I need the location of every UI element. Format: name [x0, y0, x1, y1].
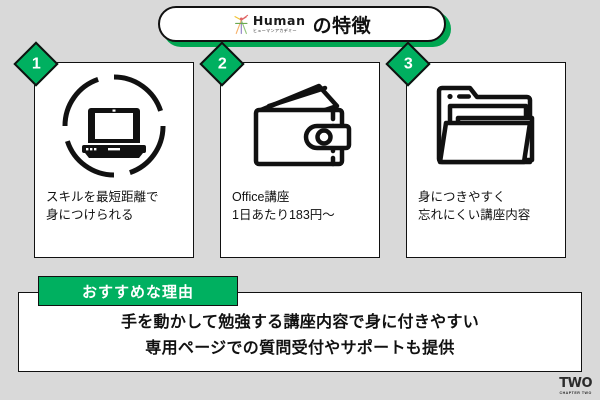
card-caption-line1: Office講座: [232, 190, 290, 204]
wallet-icon: [221, 63, 379, 189]
card-body: 身につきやすく 忘れにくい講座内容: [406, 62, 566, 258]
card-caption-line2: 1日あたり183円～: [232, 207, 335, 222]
header-pill: Human ヒューマンアカデミー の特徴: [158, 6, 446, 42]
brand-text: Human ヒューマンアカデミー: [252, 12, 306, 33]
watermark-main: TWO: [559, 376, 592, 392]
card-caption-line2: 忘れにくい講座内容: [418, 207, 531, 222]
recommendation-line1: 手を動かして勉強する講座内容で身に付きやすい: [120, 314, 480, 331]
card-body: Office講座 1日あたり183円～: [220, 62, 380, 258]
laptop-in-dashed-circle-icon: [35, 63, 193, 189]
brand-logo: Human ヒューマンアカデミー: [233, 14, 306, 35]
card-caption: 身につきやすく 忘れにくい講座内容: [407, 189, 565, 225]
badge-number: 3: [403, 55, 413, 72]
feature-card-2: 2 Office講座: [199, 41, 380, 258]
recommendation-line2: 専用ページでの質問受付やサポートも提供: [145, 339, 455, 357]
page-title: の特徴: [312, 15, 372, 37]
folder-files-icon: [407, 63, 565, 189]
brand-name: Human: [252, 12, 306, 28]
badge-number: 2: [217, 55, 227, 72]
recommendation-tab: おすすめな理由: [38, 276, 238, 306]
recommendation-tab-label: おすすめな理由: [81, 283, 194, 301]
card-caption: Office講座 1日あたり183円～: [221, 189, 379, 225]
header-banner: Human ヒューマンアカデミー の特徴: [158, 6, 451, 47]
card-caption-line2: 身につけられる: [46, 207, 134, 222]
human-figure-logo-icon: [234, 14, 249, 34]
recommendation-panel: おすすめな理由 手を動かして勉強する講座内容で身に付きやすい 専用ページでの質問…: [18, 276, 582, 372]
card-caption-line1: 身につきやすく: [418, 190, 506, 204]
feature-card-row: 1: [0, 41, 600, 258]
recommendation-text: 手を動かして勉強する講座内容で身に付きやすい 専用ページでの質問受付やサポートも…: [18, 310, 582, 362]
feature-card-3: 3: [385, 41, 566, 258]
card-caption-line1: スキルを最短距離で: [46, 190, 159, 204]
watermark-sub: CHAPTER TWO: [559, 391, 592, 396]
card-caption: スキルを最短距離で 身につけられる: [35, 189, 193, 225]
brand-subtitle: ヒューマンアカデミー: [252, 27, 297, 33]
feature-card-1: 1: [13, 41, 194, 258]
card-body: スキルを最短距離で 身につけられる: [34, 62, 194, 258]
chapter-two-watermark: TWO CHAPTER TWO: [559, 377, 592, 396]
badge-number: 1: [31, 55, 41, 72]
